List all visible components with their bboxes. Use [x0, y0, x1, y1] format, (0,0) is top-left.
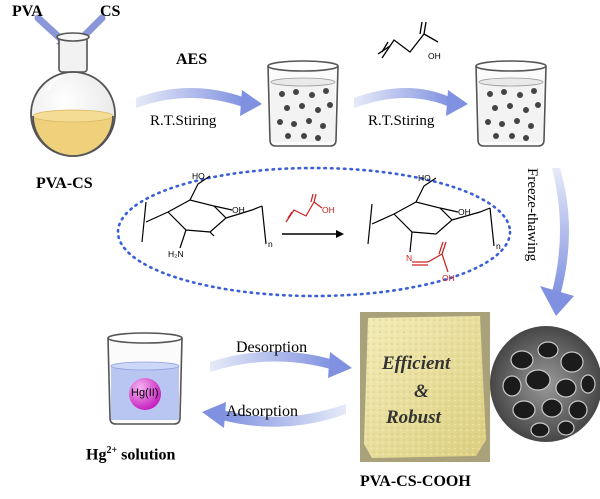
freeze-thaw-arrow [540, 168, 574, 316]
chem-oh-right: OH [458, 207, 471, 217]
hg-solution-suffix: solution [117, 446, 176, 464]
adsorption-label: Adsorption [226, 403, 298, 420]
chem-oh-left: OH [232, 205, 245, 215]
stirring-label-2: R.T.Stiring [368, 113, 435, 129]
chitosan-unit-right [367, 177, 495, 253]
process-arrow-2 [354, 88, 468, 116]
robust-label: Robust [386, 407, 441, 428]
ampersand-label: & [414, 381, 429, 402]
desorption-label: Desorption [236, 339, 308, 356]
hg-ion-icon [129, 378, 161, 410]
reaction-ellipse [116, 166, 512, 298]
chem-n-right: n [496, 241, 501, 251]
desorption-arrow [210, 351, 352, 378]
chitosan-unit-left [141, 175, 267, 249]
process-arrow-1 [136, 88, 262, 116]
freeze-thaw-label: Freeze-thawing [524, 168, 540, 262]
flask-label: PVA-CS [36, 175, 93, 192]
glyoxylic-oh-top: OH [428, 51, 441, 61]
input-label-pva: PVA [12, 3, 43, 20]
beaker-icon-1 [267, 60, 339, 147]
input-label-cs: CS [100, 3, 121, 20]
reaction-arrow [282, 230, 344, 238]
chem-n-atom-right: N [406, 253, 413, 263]
hg-solution-charge: 2+ [106, 445, 118, 456]
chem-nh2-left: H₂N [168, 249, 184, 259]
chem-oh-acid-right: OH [442, 273, 455, 283]
round-bottom-flask-icon [30, 32, 116, 157]
hg-solution-prefix: Hg [86, 446, 107, 464]
stirring-label-1: R.T.Stiring [150, 113, 217, 129]
chem-oh-glyoxylic: OH [322, 205, 335, 215]
hg-ion-label: Hg(II) [131, 387, 159, 399]
hydrogel-sponge-icon [360, 312, 490, 462]
efficient-label: Efficient [382, 353, 451, 374]
hg-solution-label: Hg2+ solution [86, 446, 175, 463]
sem-pore-image-icon [490, 326, 600, 442]
aes-label: AES [176, 51, 208, 68]
glyoxylic-acid-structure [377, 21, 439, 59]
glyoxylic-acid-red [285, 193, 323, 223]
adsorption-arrow [202, 402, 346, 428]
chem-ho-right: HO [418, 173, 431, 183]
chem-n-left: n [268, 239, 273, 249]
chem-ho-left: HO [192, 171, 205, 181]
imine-acid-red [412, 241, 449, 273]
product-label: PVA-CS-COOH [360, 473, 471, 490]
beaker-icon-2 [475, 60, 547, 147]
